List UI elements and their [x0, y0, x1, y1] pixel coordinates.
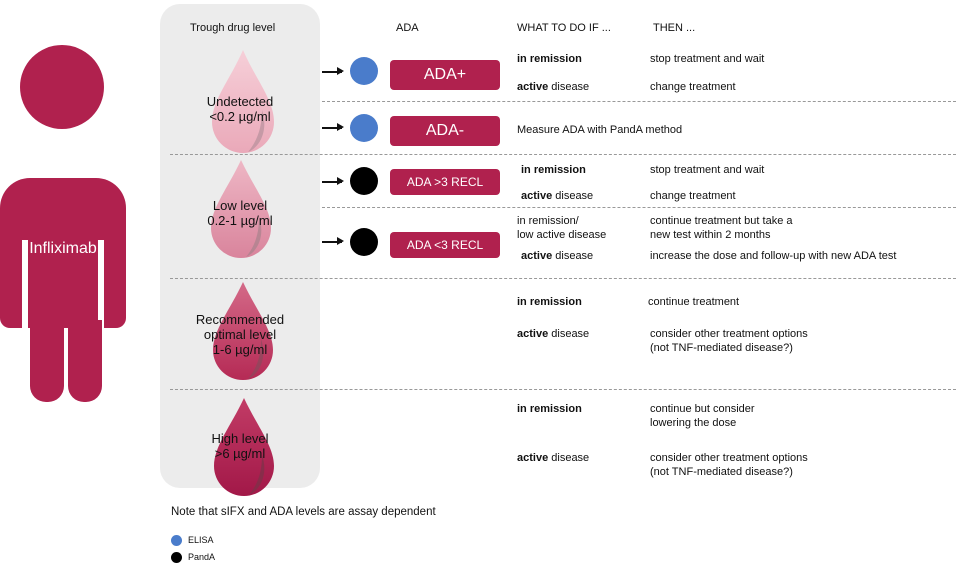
header-what: WHAT TO DO IF ... [517, 22, 611, 34]
panda-dot [350, 167, 378, 195]
panda-dot [350, 228, 378, 256]
action-measure-pand: Measure ADA with PandA method [517, 124, 683, 136]
person-body [0, 178, 126, 328]
condition-active: active disease [521, 250, 594, 262]
condition-remission: in remission [517, 53, 582, 65]
arm-gap-right [98, 240, 104, 328]
ada-lt3-box: ADA <3 RECL [390, 232, 500, 258]
separator [322, 207, 956, 208]
header-then: THEN ... [653, 22, 696, 34]
legend-panda-label: PandA [188, 552, 216, 562]
drop-icon-low [211, 160, 271, 258]
condition-active: active disease [521, 190, 594, 202]
arm-gap-left [22, 240, 28, 328]
condition-remission: in remission [521, 164, 586, 176]
header-trough: Trough drug level [190, 22, 276, 34]
action-change: change treatment [650, 190, 736, 202]
drop-icon-optimal [213, 282, 273, 380]
assay-note: Note that sIFX and ADA levels are assay … [171, 506, 436, 518]
action-consider-other: consider other treatment options(not TNF… [650, 452, 808, 478]
legend-elisa-label: ELISA [188, 535, 214, 545]
ada-plus-box: ADA+ [390, 60, 500, 90]
separator [170, 278, 956, 279]
person-label: Infliximab [29, 240, 97, 257]
condition-remission-low-active: in remission/low active disease [517, 215, 607, 241]
person-leg-right [68, 320, 102, 402]
action-change: change treatment [650, 81, 736, 93]
separator [170, 389, 956, 390]
condition-remission: in remission [517, 403, 582, 415]
drop-icon-high [214, 398, 274, 496]
action-increase-dose: increase the dose and follow-up with new… [650, 250, 897, 262]
action-continue: continue treatment [648, 296, 740, 308]
level-label-undetected: Undetected<0.2 µg/ml [206, 94, 274, 124]
condition-active: active disease [517, 81, 590, 93]
arrow-ada-lt3 [322, 238, 344, 244]
condition-active: active disease [517, 452, 590, 464]
action-stop-wait: stop treatment and wait [650, 53, 765, 65]
header-ada: ADA [396, 22, 419, 34]
arrow-ada-minus [322, 124, 344, 130]
person-leg-left [30, 320, 64, 402]
level-label-high: High level>6 µg/ml [211, 431, 269, 461]
ada-minus-box: ADA- [390, 116, 500, 146]
elisa-dot [350, 57, 378, 85]
separator [170, 154, 956, 155]
action-consider-other: consider other treatment options(not TNF… [650, 328, 808, 354]
elisa-dot [350, 114, 378, 142]
ada-gt3-box: ADA >3 RECL [390, 169, 500, 195]
arrow-ada-gt3 [322, 178, 344, 184]
separator [322, 101, 956, 102]
action-stop-wait: stop treatment and wait [650, 164, 765, 176]
person-head [20, 45, 104, 129]
legend-elisa-dot [171, 535, 182, 546]
drop-icon-undetected [212, 50, 274, 153]
condition-active: active disease [517, 328, 590, 340]
arrow-ada-plus [322, 68, 344, 74]
legend-panda-dot [171, 552, 182, 563]
condition-remission: in remission [517, 296, 582, 308]
